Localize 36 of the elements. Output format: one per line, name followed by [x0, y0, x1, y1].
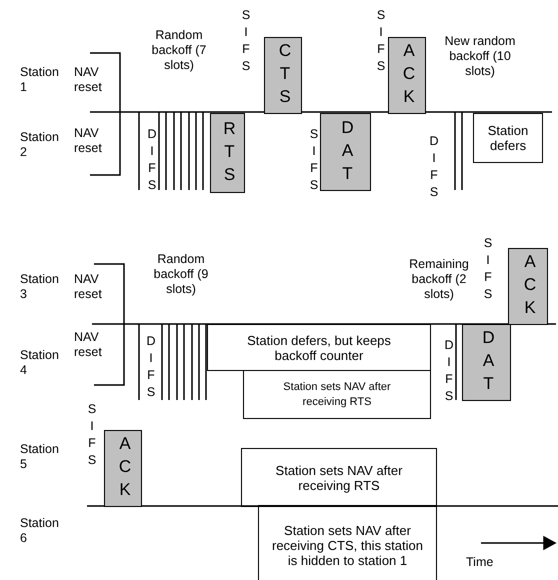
station-label: Station 3 — [20, 272, 60, 302]
station-label: Station 6 — [20, 516, 60, 546]
rts-frame: RTS — [210, 113, 245, 193]
data-frame: DAT — [320, 113, 371, 191]
station-label: Station 5 — [20, 442, 60, 472]
interval-label: SIFS — [306, 127, 321, 195]
interval-label: SIFS — [373, 8, 388, 76]
nav-label: NAV reset — [74, 126, 103, 156]
interval-label: SIFS — [480, 236, 495, 304]
defer-box: Station defers, but keeps backoff counter — [207, 324, 431, 371]
station-label: Station 4 — [20, 348, 60, 378]
interval-label: SIFS — [84, 402, 99, 470]
axis-label: Time — [466, 555, 494, 570]
cts-frame: CTS — [264, 37, 302, 114]
nav-box: Station sets NAV after receiving RTS — [243, 370, 431, 419]
nav-label: NAV reset — [74, 272, 103, 302]
defer-box: Station defers — [473, 113, 543, 163]
station-label: Station 1 — [20, 65, 60, 95]
station-label: Station 2 — [20, 130, 60, 160]
interval-label: DIFS — [144, 127, 159, 195]
data-frame: DAT — [462, 324, 511, 401]
nav-label: NAV reset — [74, 330, 103, 360]
ack-frame: ACK — [104, 430, 142, 507]
interval-label: SIFS — [238, 8, 253, 76]
interval-label: DIFS — [143, 334, 158, 402]
backoff-label: Random backoff (9 slots) — [152, 252, 210, 297]
backoff-label: Random backoff (7 slots) — [150, 28, 208, 73]
backoff-label: New random backoff (10 slots) — [444, 34, 516, 79]
nav-box: Station sets NAV after receiving RTS — [241, 448, 437, 507]
nav-label: NAV reset — [74, 65, 103, 95]
interval-label: DIFS — [426, 134, 441, 202]
ack-frame: ACK — [508, 248, 548, 325]
interval-label: DIFS — [441, 338, 456, 406]
nav-box: Station sets NAV after receiving CTS, this station is hidden to station 1 — [258, 505, 437, 580]
ack-frame: ACK — [388, 37, 426, 114]
backoff-label: Remaining backoff (2 slots) — [408, 257, 470, 302]
